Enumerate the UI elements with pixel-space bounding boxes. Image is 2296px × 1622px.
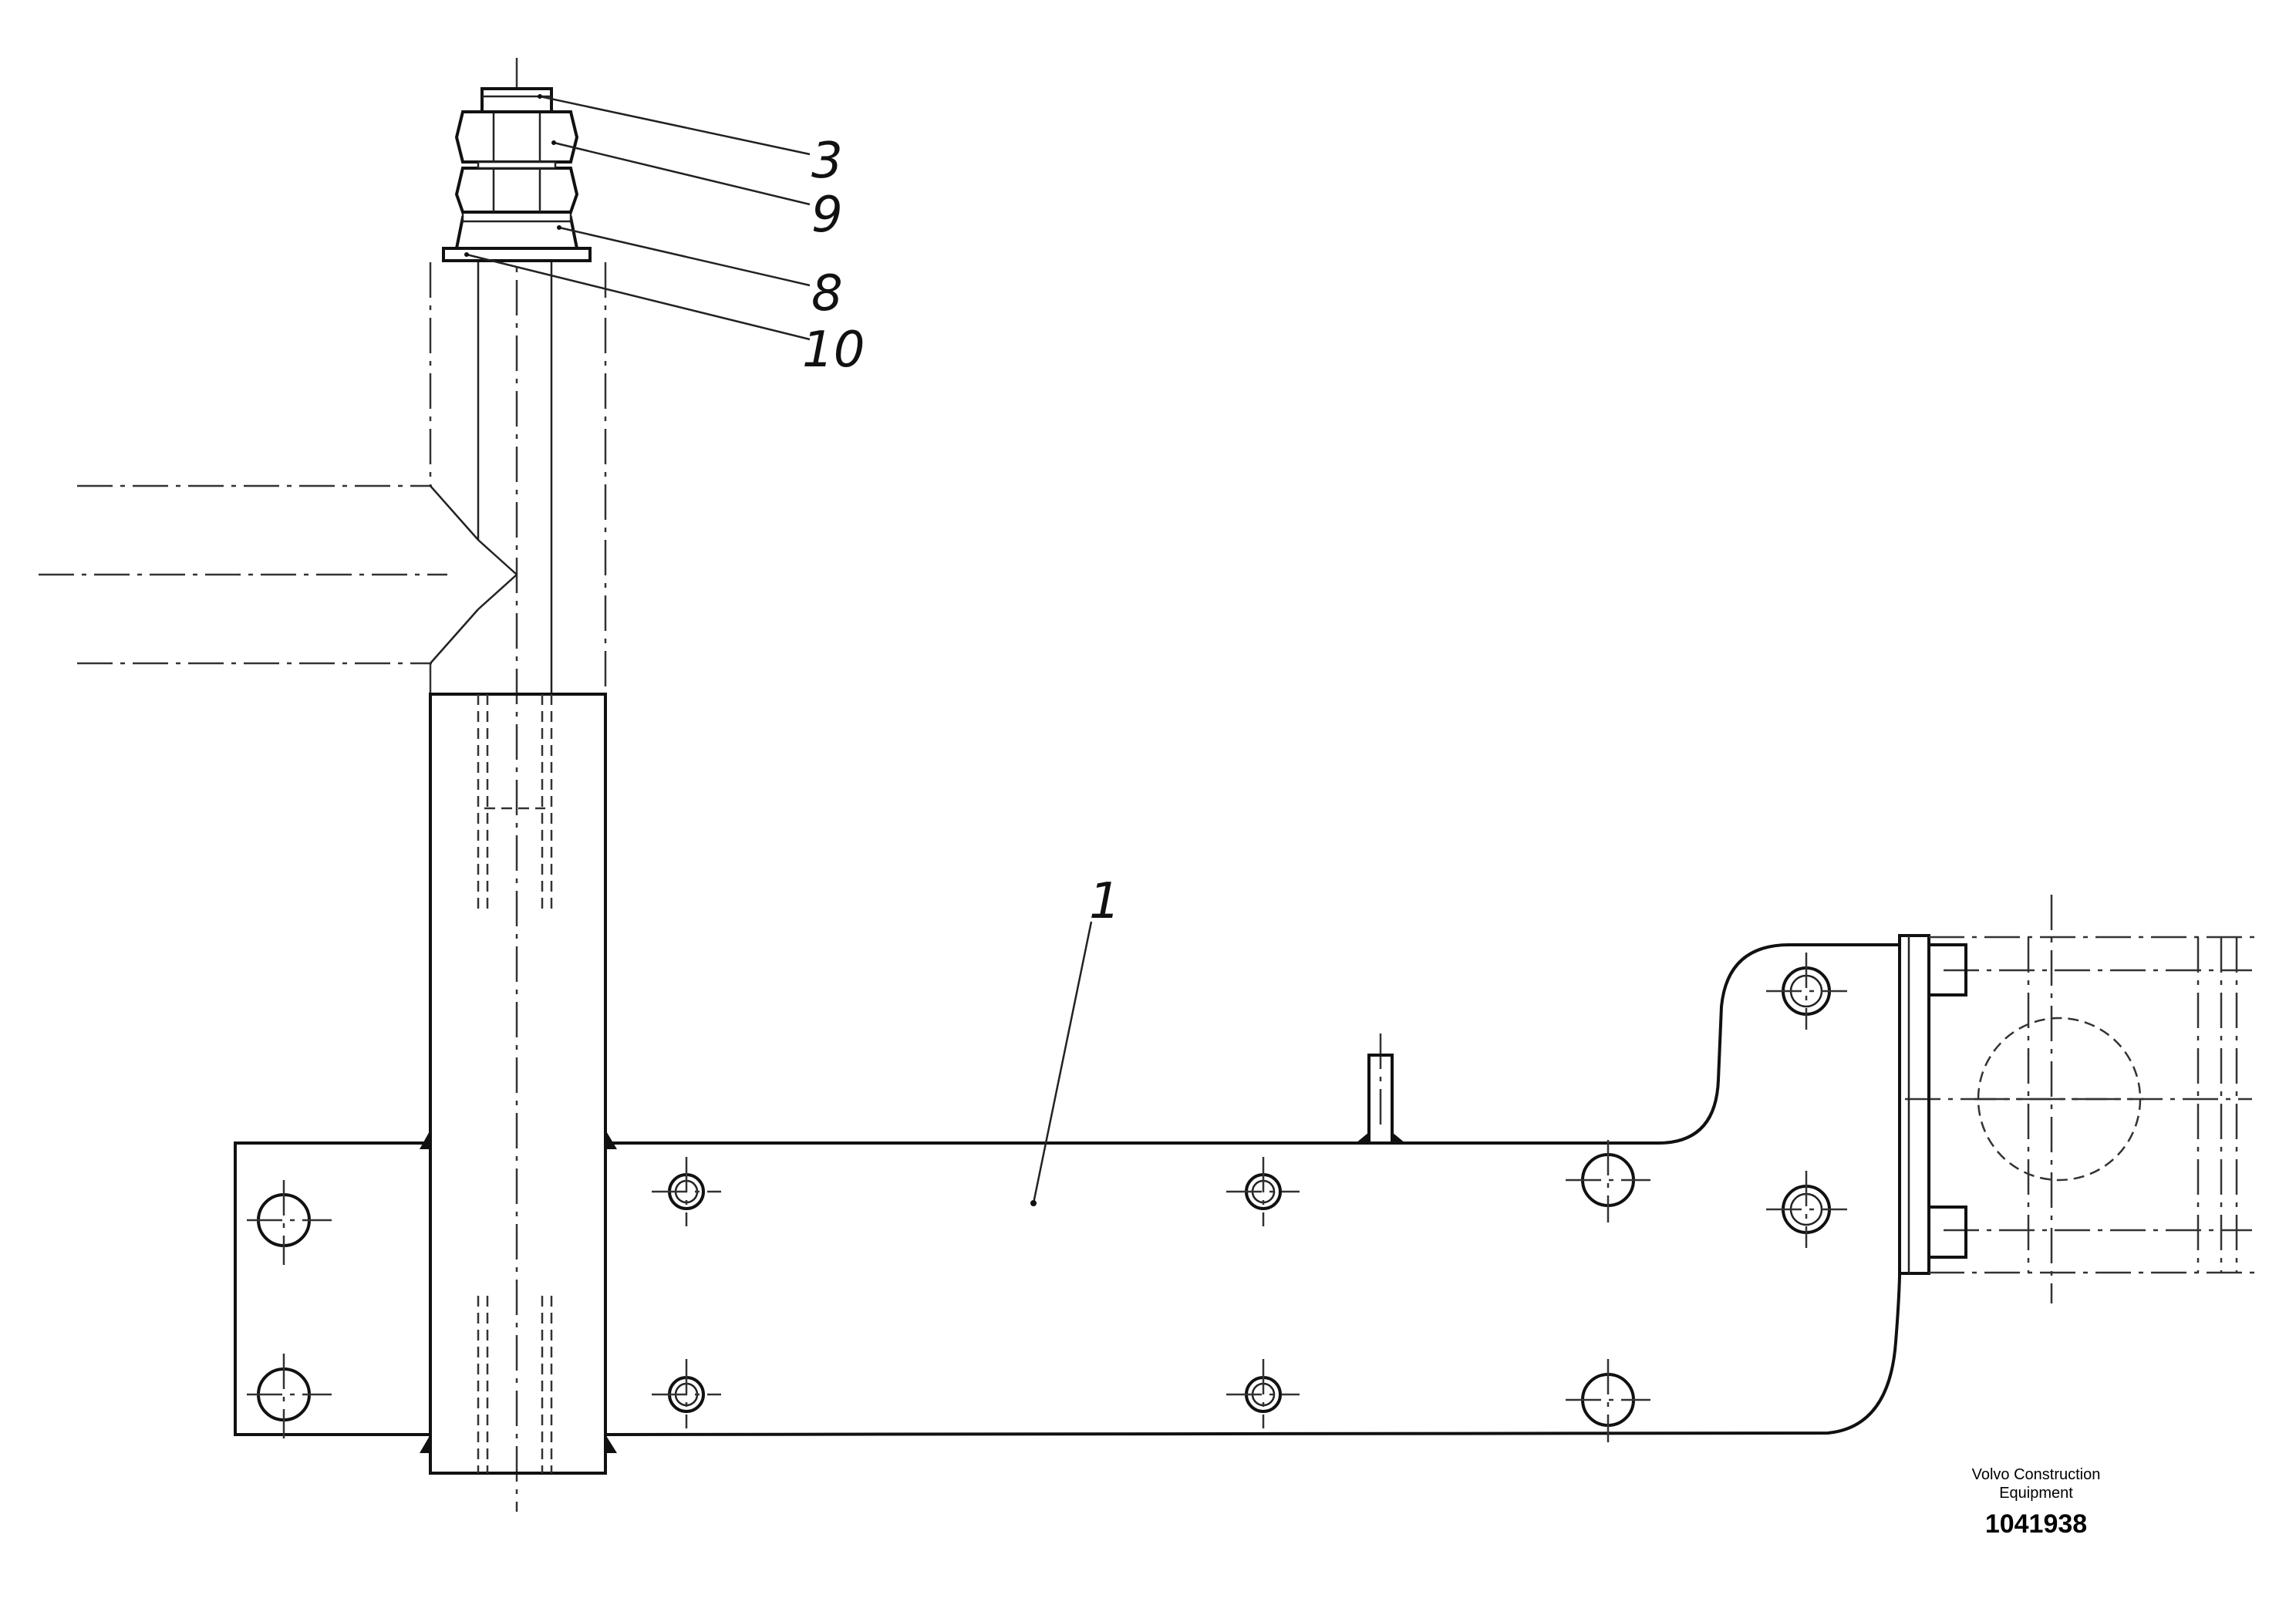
horizontal-arm	[234, 934, 2256, 1436]
callouts: 3 9 8 10 1	[802, 133, 1121, 930]
callout-10: 10	[802, 322, 865, 379]
footer-block: Volvo Construction Equipment 1041938	[1913, 1465, 2159, 1541]
callout-9: 9	[811, 187, 843, 244]
organization-label: Volvo Construction Equipment	[1971, 1466, 2101, 1502]
callout-3: 3	[811, 133, 843, 190]
center-lines	[39, 58, 2252, 1512]
document-number: 1041938	[1984, 1509, 2088, 1539]
leader-lines	[464, 94, 1093, 1206]
callout-8: 8	[811, 265, 843, 322]
nut-stack	[442, 87, 592, 262]
callout-1: 1	[1089, 873, 1121, 930]
bolt-holes	[247, 953, 1847, 1442]
vertical-column	[420, 262, 617, 1475]
